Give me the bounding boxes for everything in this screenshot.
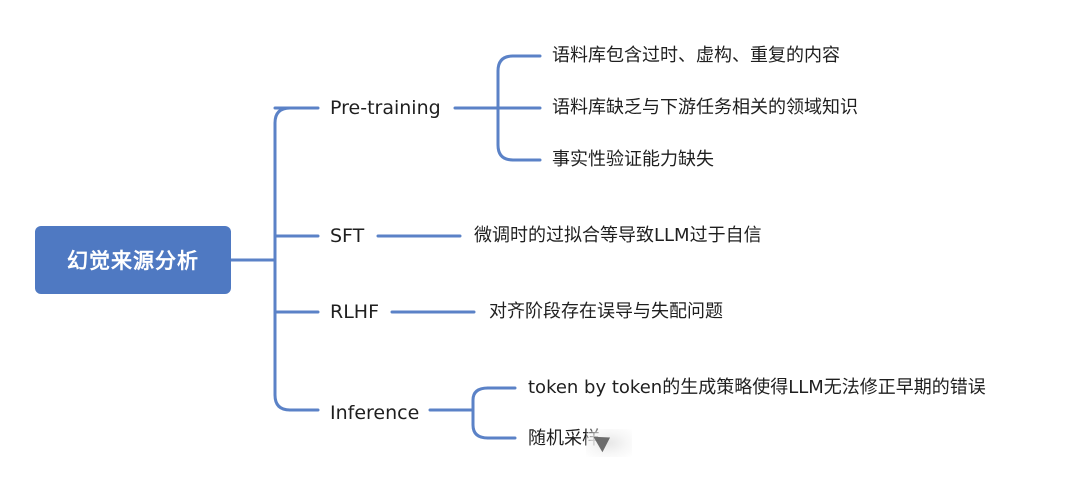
root-label: 幻觉来源分析 <box>67 249 199 273</box>
root-node: 幻觉来源分析 <box>35 226 231 294</box>
cursor-smudge <box>586 429 632 457</box>
branch-inference: Inference <box>330 402 420 424</box>
leaf-inference-2: 随机采样 <box>528 428 600 449</box>
leaf-sft-1: 微调时的过拟合等导致LLM过于自信 <box>474 225 762 246</box>
inference-bracket <box>471 386 490 440</box>
leaf-pretraining-1: 语料库包含过时、虚构、重复的内容 <box>552 45 840 66</box>
trunk-connector <box>273 106 292 412</box>
branch-pretraining: Pre-training <box>330 97 441 119</box>
leaf-pretraining-3: 事实性验证能力缺失 <box>552 149 714 170</box>
leaf-rlhf-1: 对齐阶段存在误导与失配问题 <box>489 301 723 322</box>
branch-rlhf: RLHF <box>330 301 380 323</box>
leaf-pretraining-2: 语料库缺乏与下游任务相关的领域知识 <box>552 97 858 118</box>
branch-sft: SFT <box>330 225 365 247</box>
leaf-inference-1: token by token的生成策略使得LLM无法修正早期的错误 <box>528 377 986 398</box>
